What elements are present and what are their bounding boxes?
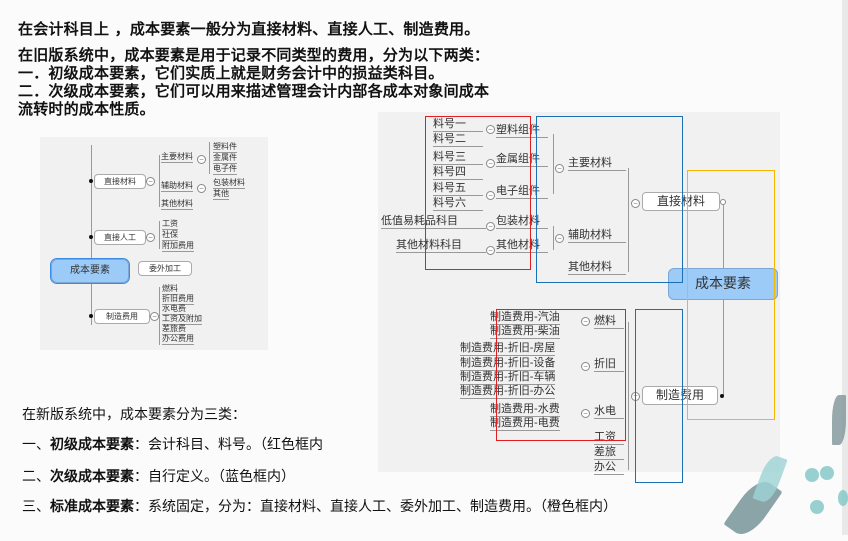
item-node[interactable]: 制造费用-电费	[490, 416, 560, 431]
node-main-material[interactable]: 主要材料	[161, 152, 193, 163]
node-manufacturing[interactable]: 制造费用	[94, 309, 150, 324]
leaf-node[interactable]: 包装材料	[213, 178, 245, 189]
item-node[interactable]: 料号六	[433, 194, 483, 211]
item-node[interactable]: 制造费用-折旧-办公	[460, 384, 556, 399]
leaf-node[interactable]: 塑料件	[213, 142, 237, 153]
leaf-node[interactable]: 燃料	[162, 284, 178, 295]
leaf-node[interactable]: 折旧费用	[162, 294, 194, 305]
node-outsourcing[interactable]: 委外加工	[138, 261, 192, 276]
list-item: 一、初级成本要素：会计科目、料号。（红色框内	[22, 437, 323, 453]
node-aux-material[interactable]: 辅助材料	[568, 226, 626, 243]
intro-line-2: 在旧版系统中，成本要素是用于记录不同类型的费用，分为以下两类：	[18, 46, 490, 64]
node-fuel[interactable]: 燃料	[594, 312, 624, 329]
node-direct-material[interactable]: 直接材料	[94, 174, 146, 189]
node-manufacturing[interactable]: 制造费用	[642, 386, 718, 405]
leaf-node[interactable]: 附加费用	[162, 241, 194, 252]
new-mindmap: 料号一 料号二 − 塑料组件 料号三 料号四 − 金属组件 料号五 料号六 − …	[378, 112, 780, 483]
node-direct-labor[interactable]: 直接人工	[94, 230, 146, 245]
leaf-node[interactable]: 社保	[162, 230, 178, 241]
node-other-material[interactable]: 其他材料	[568, 258, 626, 275]
node-other[interactable]: 其他材料	[496, 236, 548, 253]
item-node[interactable]: 料号五	[433, 179, 483, 196]
leaf-node[interactable]: 金属件	[213, 153, 237, 164]
leaf-node[interactable]: 其他	[213, 189, 229, 200]
leaf-node[interactable]: 水电费	[162, 304, 186, 315]
node-main-material[interactable]: 主要材料	[568, 154, 626, 171]
item-node[interactable]: 制造费用-水费	[490, 402, 560, 417]
subject-node[interactable]: 低值易耗品科目	[381, 212, 486, 229]
intro-line-1: 在会计科目上 ，成本要素一般分为直接材料、直接人工、制造费用。	[18, 20, 480, 38]
slide-edge	[842, 0, 848, 535]
intro-line-4: 二．次级成本要素，它们可以用来描述管理会计内部各成本对象间成本	[18, 82, 490, 100]
item-node[interactable]: 料号三	[433, 148, 483, 165]
intro-line-5: 流转时的成本性质。	[18, 100, 155, 118]
intro-line-3: 一．初级成本要素，它们实质上就是财务会计中的损益类科目。	[18, 64, 444, 82]
list-heading: 在新版系统中，成本要素分为三类：	[22, 407, 246, 423]
root-node[interactable]: 成本要素	[668, 268, 778, 300]
node-travel[interactable]: 差旅	[594, 443, 624, 460]
node-direct-material[interactable]: 直接材料	[642, 192, 720, 211]
node-utilities[interactable]: 水电	[594, 402, 624, 419]
list-item: 三、标准成本要素：系统固定，分为：直接材料、直接人工、委外加工、制造费用。（橙色…	[22, 499, 617, 515]
node-other-material[interactable]: 其他材料	[161, 199, 193, 210]
item-node[interactable]: 制造费用-折旧-房屋	[460, 341, 556, 356]
node-packaging[interactable]: 包装材料	[496, 212, 548, 229]
item-node[interactable]: 制造费用-柴油	[490, 324, 560, 339]
node-plastic[interactable]: 塑料组件	[496, 121, 548, 138]
item-node[interactable]: 制造费用-折旧-设备	[460, 356, 556, 371]
item-node[interactable]: 料号四	[433, 163, 483, 180]
node-metal[interactable]: 金属组件	[496, 150, 548, 167]
node-aux-material[interactable]: 辅助材料	[161, 181, 193, 192]
leaf-node[interactable]: 工资及附加	[162, 314, 202, 325]
item-node[interactable]: 制造费用-折旧-车辆	[460, 370, 556, 385]
node-wages[interactable]: 工资	[594, 428, 624, 445]
node-depreciation[interactable]: 折旧	[594, 355, 624, 372]
item-node[interactable]: 料号一	[433, 115, 483, 132]
old-mindmap: 成本要素 直接材料 − 主要材料 − 塑料件 金属件 电子件 辅助材料 − 包装…	[40, 137, 268, 350]
node-office[interactable]: 办公	[594, 458, 624, 475]
leaf-node[interactable]: 工资	[162, 219, 178, 230]
item-node[interactable]: 制造费用-汽油	[490, 310, 560, 325]
leaf-node[interactable]: 电子件	[213, 164, 237, 175]
root-node[interactable]: 成本要素	[50, 258, 130, 284]
leaf-node[interactable]: 办公费用	[162, 334, 194, 345]
leaf-node[interactable]: 差旅费	[162, 324, 186, 335]
node-electronic[interactable]: 电子组件	[496, 182, 548, 199]
item-node[interactable]: 料号二	[433, 130, 483, 147]
intro-text: 在会计科目上 ，成本要素一般分为直接材料、直接人工、制造费用。 在旧版系统中，成…	[18, 20, 489, 118]
subject-node[interactable]: 其他材料科目	[396, 236, 486, 253]
list-item: 二、次级成本要素：自行定义。（蓝色框内）	[22, 469, 295, 485]
